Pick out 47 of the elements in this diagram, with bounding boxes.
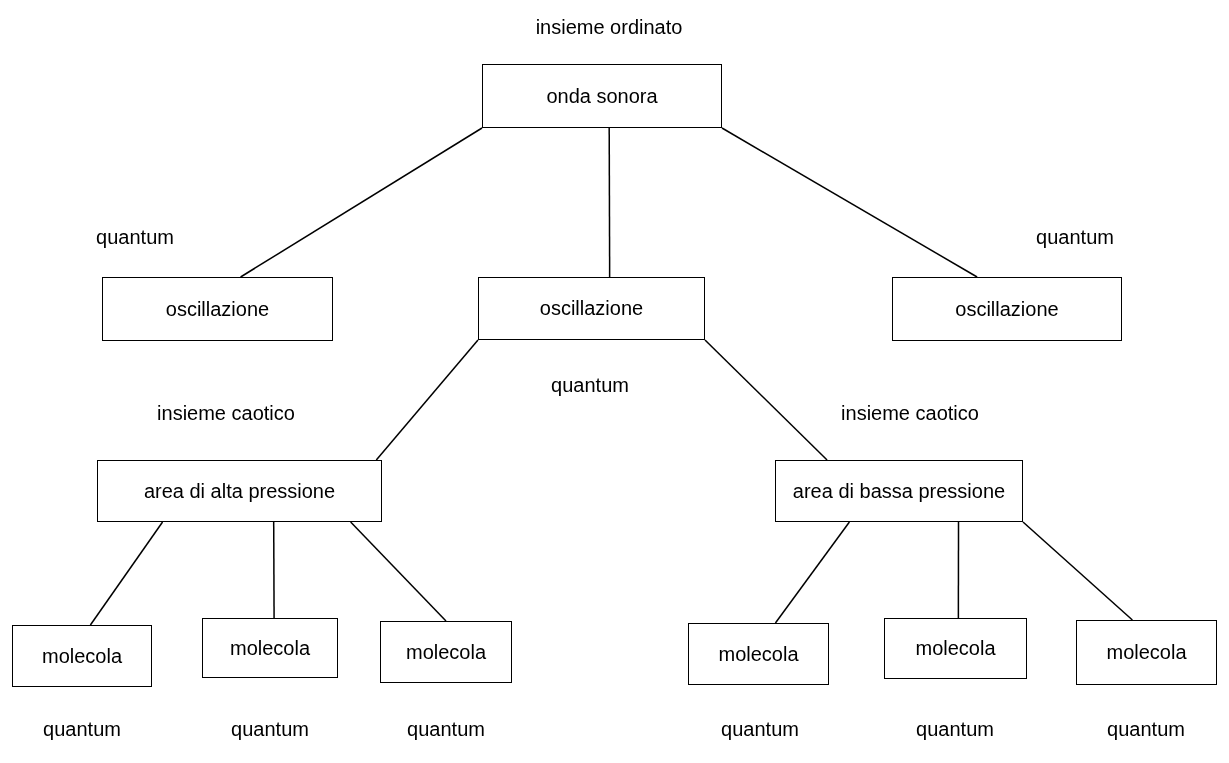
connector-line	[608, 127, 611, 278]
connector-line	[375, 339, 479, 461]
process-box	[892, 277, 1122, 341]
text-label: quantum	[231, 718, 309, 741]
node-label: molecola	[229, 636, 310, 660]
node-label: oscillazione	[955, 297, 1059, 321]
node-label: onda sonora	[546, 84, 658, 108]
process-box	[1076, 620, 1217, 685]
node-label: molecola	[1106, 641, 1187, 664]
process-box	[775, 460, 1023, 522]
node-label: oscillazione	[165, 297, 270, 321]
connector-line	[89, 521, 164, 626]
node-caption: quantum	[96, 226, 174, 249]
node-label: molecola	[405, 640, 486, 664]
node-label: molecola	[915, 637, 996, 660]
process-box	[482, 64, 722, 128]
node-label: area di bassa pressione	[792, 479, 1006, 503]
node-label: molecola	[718, 642, 799, 666]
connector-line	[1022, 521, 1134, 621]
process-box	[380, 621, 512, 683]
process-box	[102, 277, 333, 341]
node-caption: quantum	[551, 374, 629, 397]
node-caption: insieme caotico	[841, 402, 979, 425]
process-box	[688, 623, 829, 685]
text-label: quantum	[1107, 718, 1185, 741]
node-caption: insieme ordinato	[535, 16, 683, 39]
node-label: molecola	[41, 644, 122, 668]
node-label: oscillazione	[539, 297, 644, 320]
connector-line	[349, 521, 447, 622]
process-box	[884, 618, 1027, 679]
node-label: area di alta pressione	[143, 479, 336, 503]
node-caption: quantum	[1036, 226, 1114, 249]
text-label: quantum	[916, 718, 994, 741]
process-box	[202, 618, 338, 678]
connector-line	[957, 521, 960, 619]
connector-line	[239, 127, 483, 278]
text-label: quantum	[43, 718, 121, 741]
text-label: quantum	[721, 718, 799, 741]
process-box	[97, 460, 382, 522]
connector-line	[704, 339, 828, 461]
process-box	[12, 625, 152, 687]
process-box	[478, 277, 705, 340]
node-caption: insieme caotico	[157, 402, 295, 425]
connector-line	[774, 521, 851, 624]
connector-line	[272, 521, 275, 619]
text-label: quantum	[407, 718, 485, 741]
connector-line	[721, 127, 978, 278]
